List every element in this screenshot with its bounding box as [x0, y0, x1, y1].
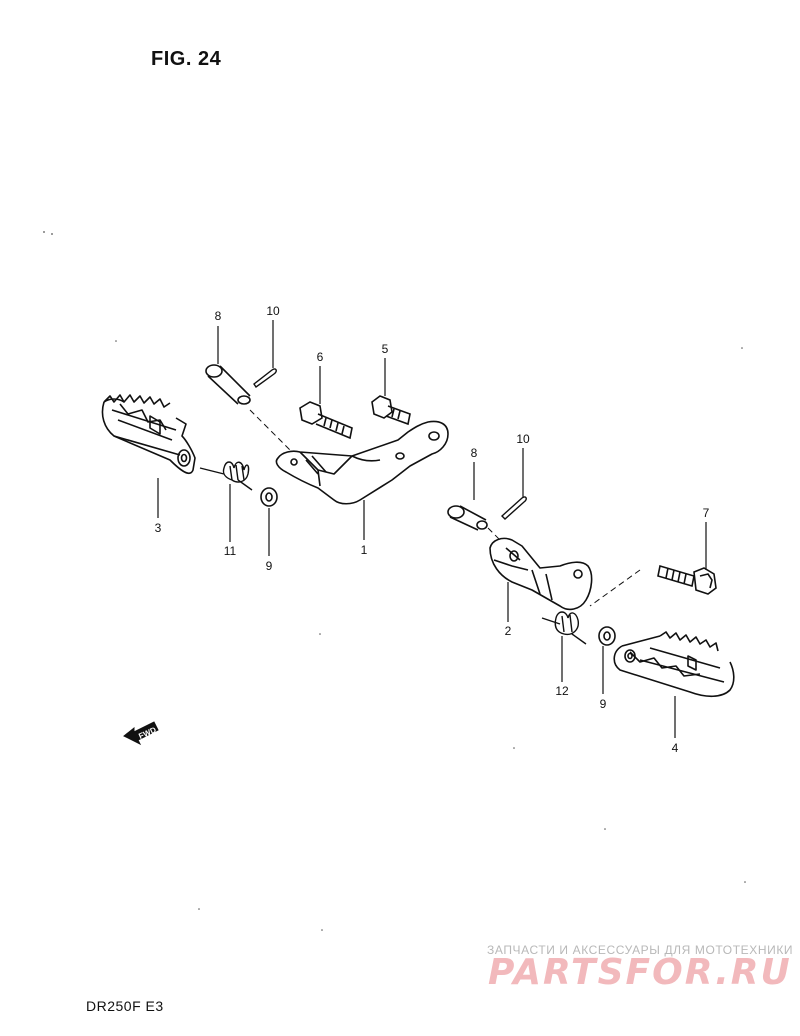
watermark-tagline: ЗАПЧАСТИ И АКСЕССУАРЫ ДЛЯ МОТОТЕХНИКИ: [487, 943, 794, 957]
washer-right-part-9: [598, 626, 616, 646]
cotter-pin-left-part-10: [253, 368, 277, 388]
callout-part-5: 5: [382, 342, 389, 356]
clevis-pin-right-part-8: [447, 505, 488, 531]
right-footpeg-part-4: [613, 631, 735, 698]
watermark-logo: PARTSFOR.RU: [488, 952, 790, 993]
bolt-part-7: [657, 564, 717, 595]
left-footpeg-part-3: [101, 394, 196, 475]
callout-part-8-left: 8: [215, 309, 222, 323]
callout-part-9-right: 9: [600, 697, 607, 711]
torsion-spring-part-12: [541, 611, 587, 645]
fwd-arrow-icon: FWD: [123, 721, 159, 746]
callout-part-4: 4: [672, 741, 679, 755]
alignment-lines: [249, 409, 641, 607]
bolt-part-5: [371, 395, 411, 426]
left-bracket-part-1: [275, 420, 449, 505]
callout-part-2: 2: [505, 624, 512, 638]
right-bracket-part-2: [489, 537, 593, 611]
callout-part-1: 1: [361, 543, 368, 557]
model-code: DR250F E3: [86, 998, 164, 1014]
leader-lines: [157, 320, 707, 738]
callout-part-9-left: 9: [266, 559, 273, 573]
scan-specks: [43, 231, 746, 931]
clevis-pin-left-part-8: [205, 364, 251, 405]
callout-part-12: 12: [555, 684, 569, 698]
callout-part-3: 3: [155, 521, 162, 535]
callout-part-7: 7: [703, 506, 710, 520]
callout-part-10-right: 10: [516, 432, 530, 446]
cotter-pin-right-part-10: [500, 496, 527, 520]
callout-part-11: 11: [224, 544, 237, 558]
callout-part-10-left: 10: [266, 304, 280, 318]
callout-part-8-right: 8: [471, 446, 478, 460]
callout-part-6: 6: [317, 350, 324, 364]
bolt-part-6: [299, 401, 353, 440]
watermark-logo-text: PARTSFOR.RU: [488, 952, 792, 993]
callout-numbers: 8 10 6 5 3 11 9 1 8 10 7 2 12 9 4: [155, 304, 710, 755]
fwd-label: FWD: [137, 725, 158, 741]
figure-title: FIG. 24: [151, 48, 222, 70]
washer-left-part-9: [260, 487, 278, 507]
torsion-spring-part-11: [199, 461, 253, 491]
